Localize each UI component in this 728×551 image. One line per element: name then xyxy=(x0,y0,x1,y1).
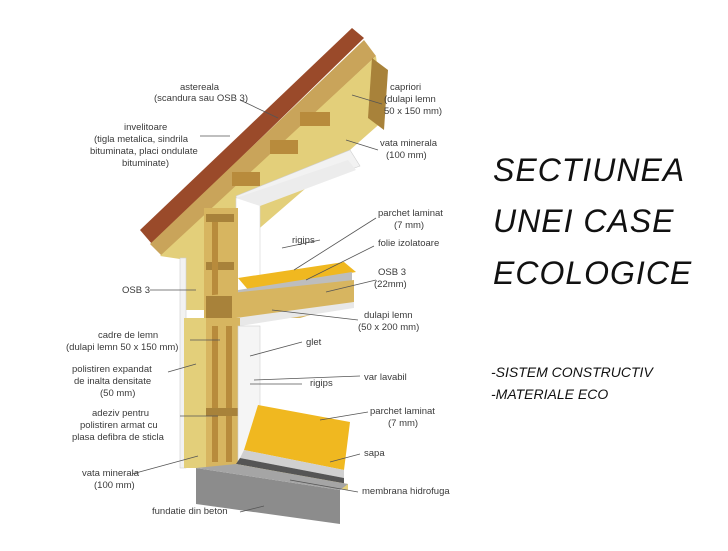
upper-room-ceiling xyxy=(236,160,356,206)
label-folie: folie izolatoare xyxy=(378,238,439,249)
label-dulapi: dulapi lemn xyxy=(364,310,413,321)
membrane xyxy=(236,458,344,484)
label-invelitoare: invelitoare xyxy=(124,122,167,133)
rafter-end xyxy=(300,112,330,126)
wall-frame-lower xyxy=(206,318,240,468)
label-parchet-bot-size: (7 mm) xyxy=(388,418,418,429)
label-rigips-mid: rigips xyxy=(310,378,333,389)
floor-ceiling xyxy=(236,302,354,326)
label-membrana: membrana hidrofuga xyxy=(362,486,450,497)
leader-lines xyxy=(131,94,383,513)
floor-laminate-ground xyxy=(244,405,350,470)
title-line-3: ECOLOGICE xyxy=(493,255,693,291)
label-osb3-left: OSB 3 xyxy=(122,285,150,296)
subtitle-item-2: -MATERIALE ECO xyxy=(491,386,609,402)
label-adeziv: adeziv pentru xyxy=(92,408,149,419)
label-vata-bot-size: (100 mm) xyxy=(94,480,135,491)
label-parchet-top: parchet laminat xyxy=(378,208,443,219)
label-invelitoare-note1: (tigla metalica, sindrila xyxy=(94,134,189,145)
label-vata-top-size: (100 mm) xyxy=(386,150,427,161)
label-adeziv-note2: plasa defibra de sticla xyxy=(72,432,165,443)
foundation-concrete xyxy=(196,468,340,524)
label-invelitoare-note3: bituminate) xyxy=(122,158,169,169)
rafter-end xyxy=(270,140,298,154)
label-parchet-top-size: (7 mm) xyxy=(394,220,424,231)
title-line-2: UNEI CASE xyxy=(493,203,675,239)
label-cadre-note: (dulapi lemn 50 x 150 mm) xyxy=(66,342,178,353)
diagram-labels: astereala (scandura sau OSB 3) capriori … xyxy=(66,82,450,517)
wall-beam xyxy=(206,408,240,416)
label-fundatie: fundatie din beton xyxy=(152,506,228,517)
label-capriori-size: 50 x 150 mm) xyxy=(384,106,442,117)
label-osb3-right: OSB 3 xyxy=(378,267,406,278)
outer-insulation-upper xyxy=(184,250,206,310)
label-polistiren: polistiren expandat xyxy=(72,364,152,375)
rafter-end xyxy=(232,172,260,186)
wall-stud xyxy=(226,326,232,462)
floor-screed xyxy=(240,450,344,478)
label-invelitoare-note2: bituminata, placi ondulate xyxy=(90,146,198,157)
label-glet: glet xyxy=(306,337,322,348)
wall-beam xyxy=(206,262,234,270)
label-sapa: sapa xyxy=(364,448,385,459)
wall-beam xyxy=(206,214,234,222)
label-polistiren-size: (50 mm) xyxy=(100,388,135,399)
roof-rafter xyxy=(368,58,388,130)
label-osb3-size: (22mm) xyxy=(374,279,407,290)
wall-stud xyxy=(212,222,218,302)
label-vata-bot: vata minerala xyxy=(82,468,140,479)
label-dulapi-size: (50 x 200 mm) xyxy=(358,322,419,333)
label-vata-top: vata minerala xyxy=(380,138,438,149)
subtitle-item-1: -SISTEM CONSTRUCTIV xyxy=(491,364,653,380)
label-rigips-top: rigips xyxy=(292,235,315,246)
wall-frame-upper xyxy=(204,208,238,308)
floor-beam xyxy=(206,296,232,318)
label-capriori: capriori xyxy=(390,82,421,93)
wall-stud xyxy=(212,326,218,462)
title-line-1: SECTIUNEA xyxy=(493,152,686,188)
label-var: var lavabil xyxy=(364,372,407,383)
label-adeziv-note1: polistiren armat cu xyxy=(80,420,158,431)
label-cadre: cadre de lemn xyxy=(98,330,158,341)
label-astereala-note: (scandura sau OSB 3) xyxy=(154,93,248,104)
label-capriori-note: (dulapi lemn xyxy=(384,94,436,105)
label-parchet-bot: parchet laminat xyxy=(370,406,435,417)
outer-insulation-lower xyxy=(184,318,208,468)
roof-boards xyxy=(150,40,376,256)
label-polistiren-note: de inalta densitate xyxy=(74,376,151,387)
label-astereala: astereala xyxy=(180,82,220,93)
roof-tiles xyxy=(140,28,364,244)
